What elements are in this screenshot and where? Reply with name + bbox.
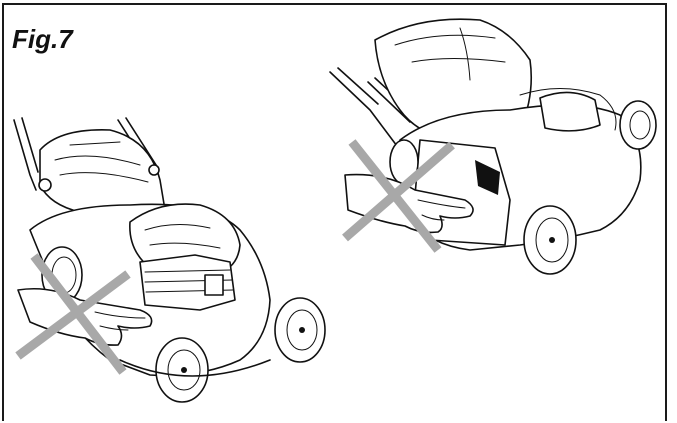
right-mower-illustration <box>330 19 656 274</box>
left-mower-illustration <box>14 118 325 402</box>
